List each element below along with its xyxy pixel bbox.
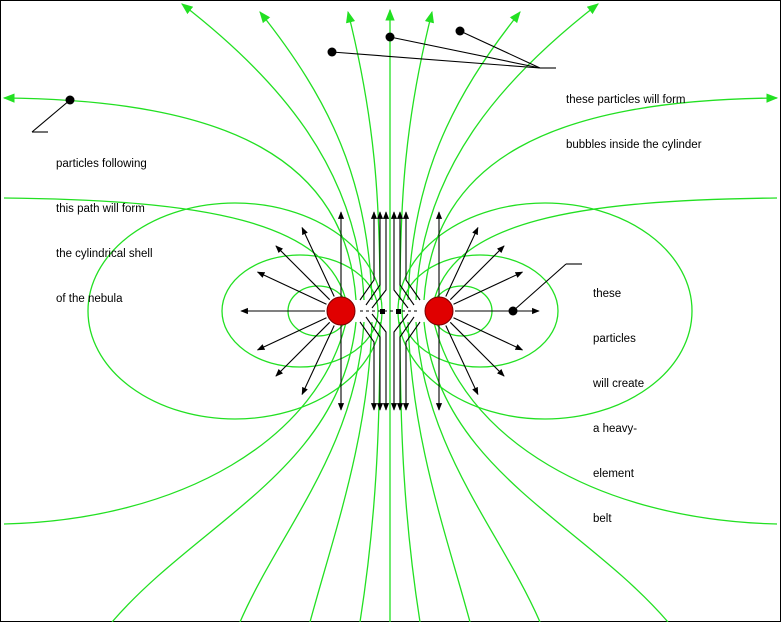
leader-line-bubbles-2 — [389, 36, 541, 69]
radial-arrow-left-3 — [275, 245, 331, 301]
field-line-down-right-1 — [399, 321, 421, 622]
annotation-bubbles-line-2: bubbles inside the cylinder — [566, 139, 702, 151]
annotation-belt-line-5: element — [593, 468, 634, 480]
particle-belt — [508, 306, 518, 316]
annotation-shell-line-3: the cylindrical shell — [56, 248, 153, 260]
field-line-up-right-3 — [415, 3, 599, 301]
particle-shell — [65, 95, 75, 105]
center-particle-right — [396, 309, 401, 314]
field-line-down-left-1 — [359, 321, 381, 622]
field-line-up-right-2 — [407, 11, 521, 301]
jet-column — [337, 211, 443, 411]
leader-line-shell-1 — [31, 99, 71, 133]
field-line-down-right-4 — [423, 321, 669, 622]
field-line-up-left-3 — [181, 3, 365, 301]
field-line-up-left-4 — [2, 93, 357, 301]
field-line-down-left-5 — [3, 317, 348, 525]
particle-bubble-2 — [385, 32, 395, 42]
leader-line-bubbles-3 — [459, 30, 541, 69]
annotation-shell-line-2: this path will form — [56, 203, 145, 215]
radial-arrow-left-2 — [256, 271, 327, 305]
radial-arrow-left-5 — [256, 317, 327, 351]
particle-bubble-3 — [455, 26, 465, 36]
radial-arrow-right-5 — [453, 317, 524, 351]
field-line-up-left-2 — [259, 11, 373, 301]
dipole-right — [424, 296, 454, 326]
dipole-left — [326, 296, 356, 326]
annotation-bubbles: these particles will form bubbles inside… — [566, 63, 702, 183]
radial-arrow-right-7 — [445, 325, 479, 396]
field-line-up-right-5 — [432, 197, 778, 306]
field-line-down-right-2 — [407, 321, 471, 622]
radial-arrow-right-3 — [449, 245, 505, 301]
leader-line-bubbles-1 — [331, 51, 541, 69]
field-line-down-right-5 — [432, 317, 778, 525]
radial-arrow-left-4 — [301, 226, 335, 297]
field-line-down-left-2 — [309, 321, 373, 622]
annotation-shell-line-4: of the nebula — [56, 293, 123, 305]
annotation-shell: particles following this path will form … — [56, 127, 153, 337]
annotation-belt-line-6: belt — [593, 513, 612, 525]
annotation-belt-line-2: particles — [593, 333, 636, 345]
annotation-bubbles-line-1: these particles will form — [566, 94, 686, 106]
annotation-belt-line-4: a heavy- — [593, 423, 638, 435]
radial-arrow-left-7 — [301, 325, 335, 396]
annotation-belt-line-3: will create — [593, 378, 645, 390]
field-line-up-right-1 — [399, 10, 434, 301]
field-line-down-left-3 — [239, 321, 365, 622]
radial-arrow-right-4 — [445, 226, 479, 297]
field-line-up-left-5 — [3, 197, 348, 306]
annotation-belt-line-1: these — [593, 288, 622, 300]
radial-arrow-left-6 — [275, 321, 331, 377]
center-particle-left — [380, 309, 385, 314]
radial-arrow-right-2 — [453, 271, 524, 305]
field-line-down-left-4 — [111, 321, 357, 622]
field-line-up-right-4 — [423, 93, 779, 301]
radial-arrow-right-6 — [449, 321, 505, 377]
particle-bubble-1 — [327, 47, 337, 57]
annotation-shell-line-1: particles following — [56, 158, 147, 170]
field-line-down-right-3 — [415, 321, 541, 622]
annotation-belt: these particles will create a heavy- ele… — [593, 257, 644, 557]
leader-line-belt-1 — [512, 263, 567, 312]
